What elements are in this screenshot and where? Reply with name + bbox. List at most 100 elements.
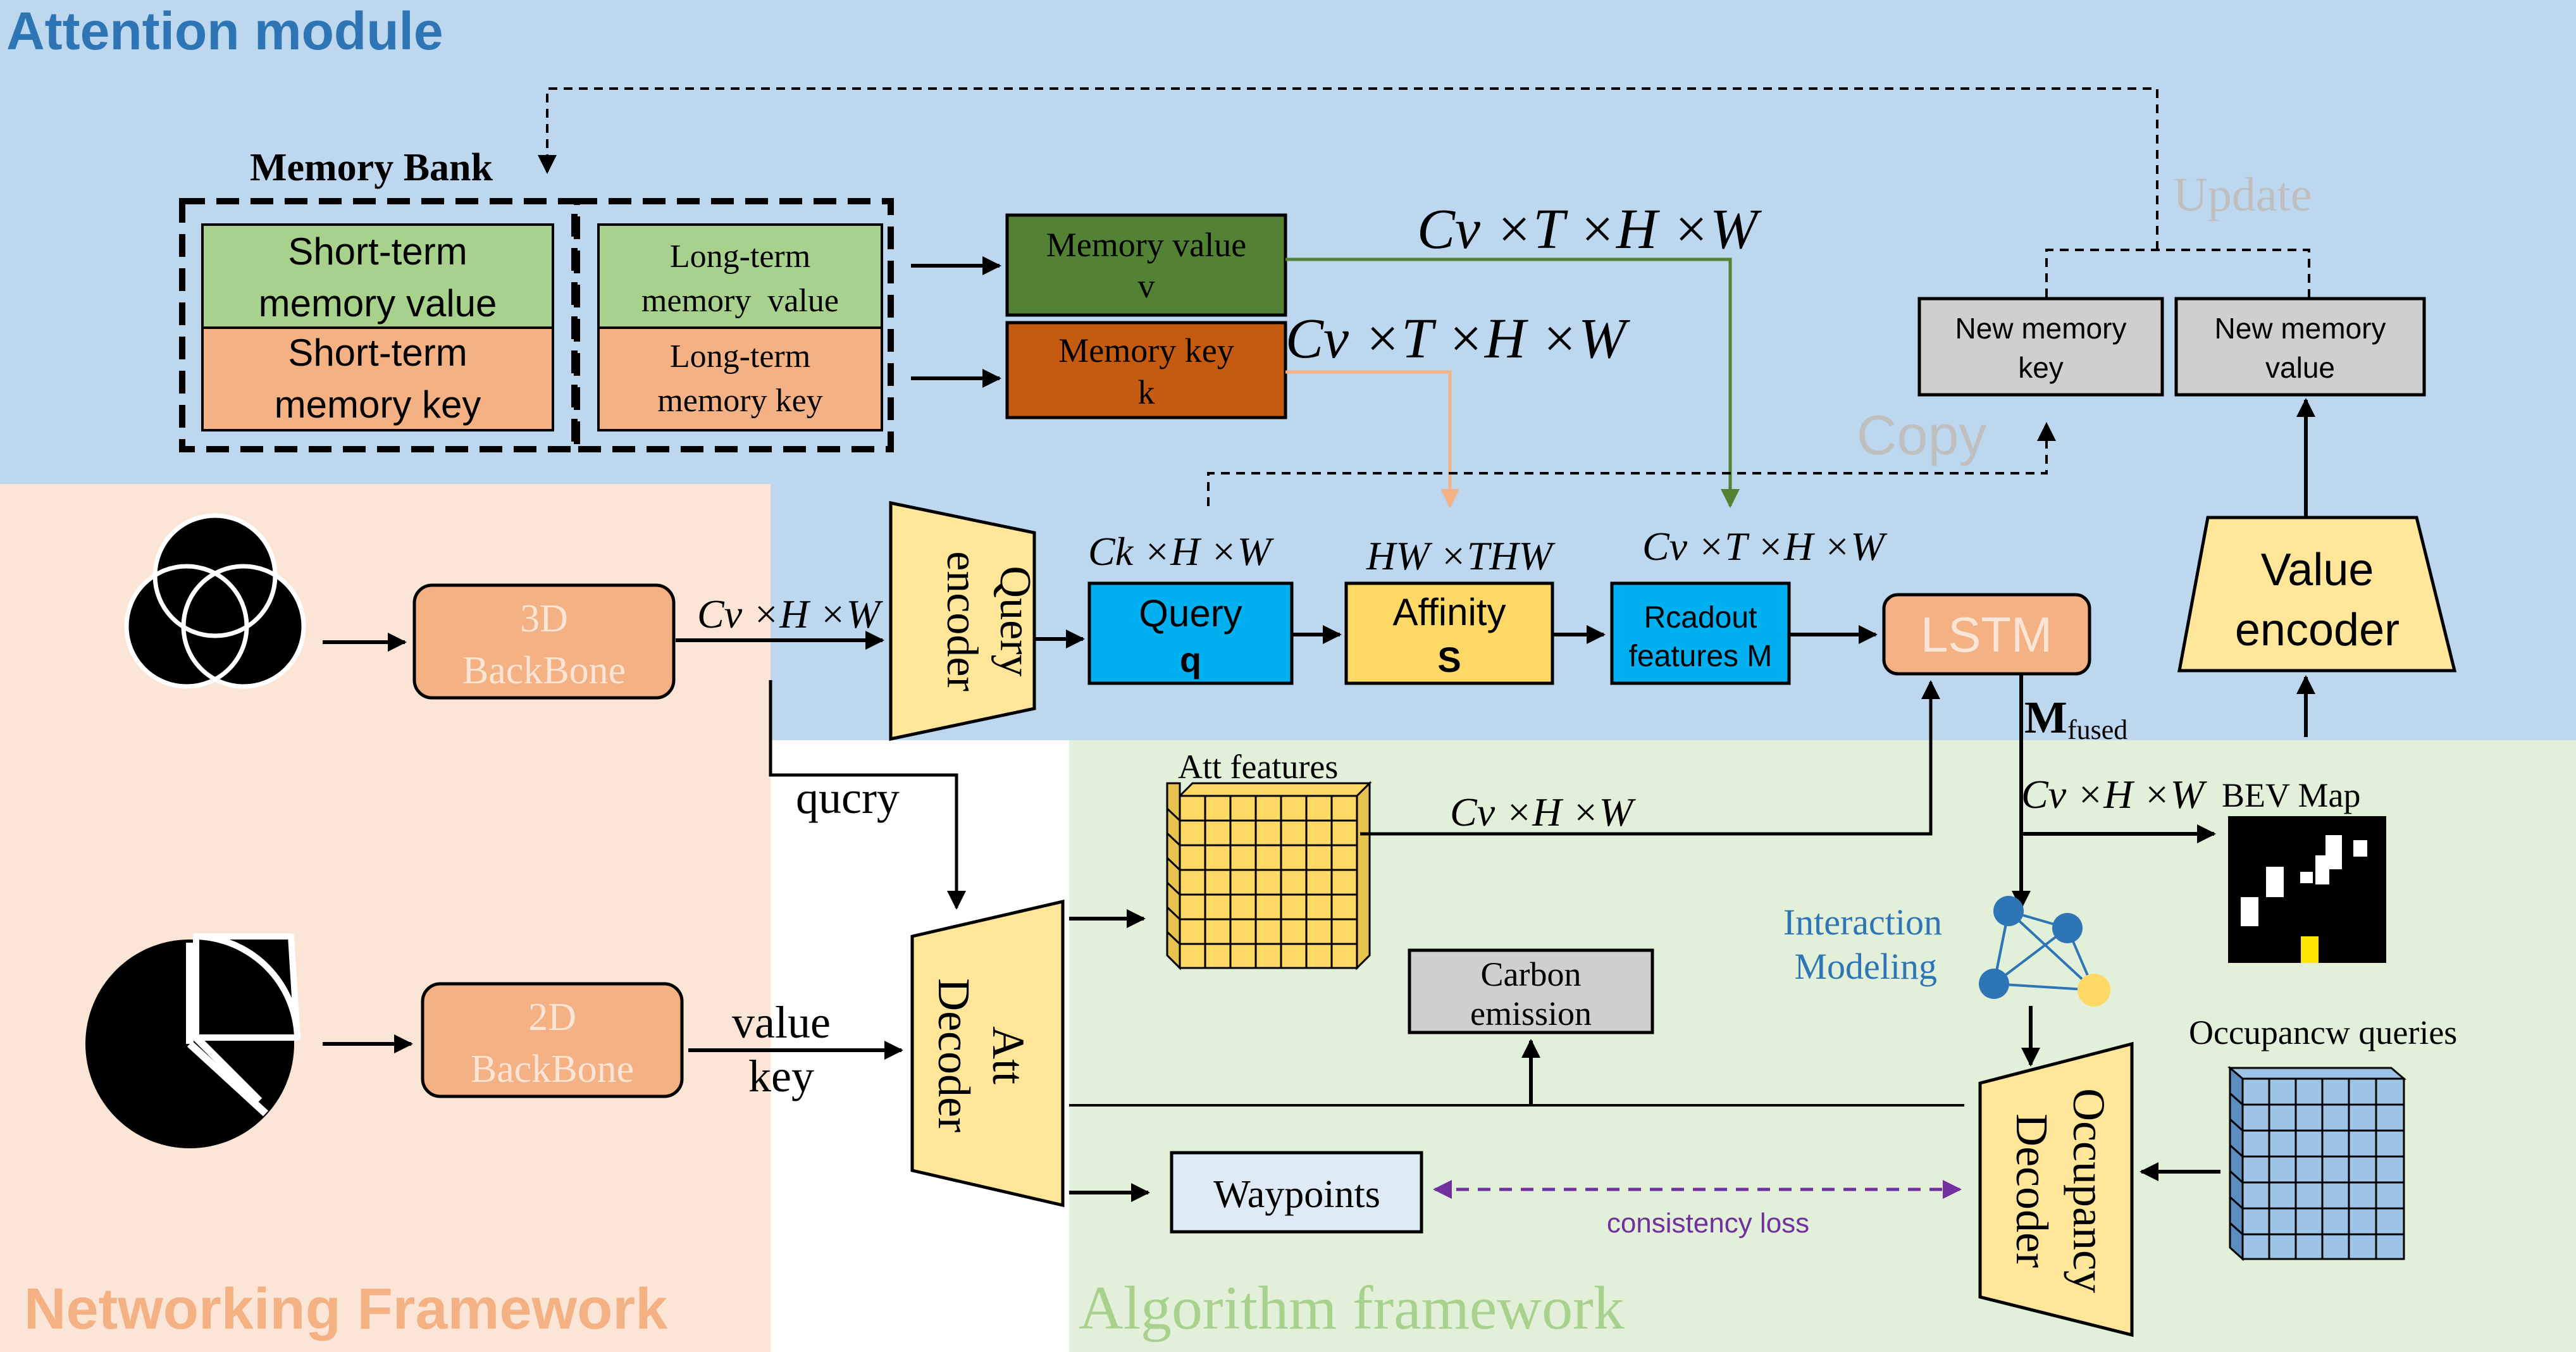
readout-box-line1: Rcadout xyxy=(1644,601,1757,635)
query-box-label: Query xyxy=(1139,592,1242,635)
occupancy-queries-cube xyxy=(2227,1065,2407,1262)
graph-node-2 xyxy=(2052,913,2083,943)
backbone-3d-line1: 3D xyxy=(520,597,568,640)
readout-box-line2: features M xyxy=(1629,640,1773,673)
dim-fused: Cv ×H ×W xyxy=(2021,772,2208,817)
dim-affinity: HW ×THW xyxy=(1366,533,1556,578)
carbon-line1: Carbon xyxy=(1481,955,1582,993)
query-box xyxy=(1087,581,1294,685)
query-encoder-line2: encoder xyxy=(938,551,986,692)
graph-node-1 xyxy=(1993,896,2024,926)
carbon-line2: emission xyxy=(1470,995,1592,1033)
occupancy-decoder-line1: Occupancy xyxy=(2064,1088,2114,1293)
m-fused-subscript: fused xyxy=(2067,714,2127,745)
memory-key-label: Memory key xyxy=(1058,332,1234,369)
dim-att-features: Cv ×H ×W xyxy=(1450,790,1637,834)
backbone-3d-box xyxy=(412,583,676,700)
bev-map-label: BEV Map xyxy=(2222,776,2361,814)
value-label: value xyxy=(732,997,831,1048)
features-to-lstm-path xyxy=(1360,680,1940,836)
memory-value-label: Memory value xyxy=(1046,226,1246,264)
lstm-box xyxy=(1882,593,2091,676)
graph-node-3 xyxy=(1979,969,2009,999)
short-term-memory-value xyxy=(201,223,554,329)
update-label: Update xyxy=(2173,168,2312,221)
affinity-box xyxy=(1344,581,1554,685)
backbone-3d-line2: BackBone xyxy=(462,649,626,692)
venn-input-icon xyxy=(124,513,306,689)
readout-box xyxy=(1610,581,1791,685)
qucry-path xyxy=(769,680,966,910)
occupancy-decoder xyxy=(1978,1041,2134,1337)
memory-bank: Memory Bank Short-term memory value Shor… xyxy=(179,146,894,452)
short-value-line2: memory value xyxy=(259,282,497,325)
backbone-2d-line1: 2D xyxy=(528,996,576,1039)
long-key-line2: memory key xyxy=(657,383,822,419)
memory-value-box xyxy=(1005,213,1287,317)
new-value-line2: value xyxy=(2265,351,2335,384)
new-value-line1: New memory xyxy=(2215,312,2386,345)
long-value-line2: memory value xyxy=(641,283,839,319)
networking-framework-title: Networking Framework xyxy=(24,1277,668,1341)
copy-label: Copy xyxy=(1857,404,1986,466)
value-encoder-line1: Value xyxy=(2261,545,2374,595)
long-term-memory-key xyxy=(597,326,883,431)
dim-query: Ck ×H ×W xyxy=(1088,529,1275,574)
update-bracket xyxy=(2045,249,2310,297)
qucry-label: qucry xyxy=(796,772,900,823)
long-key-line1: Long-term xyxy=(670,338,810,375)
green-value-to-readout xyxy=(1285,257,1740,508)
lstm-label: LSTM xyxy=(1921,607,2052,662)
new-key-line1: New memory xyxy=(1955,312,2127,345)
att-decoder-line2: Decoder xyxy=(929,978,979,1132)
m-fused-main: M xyxy=(2024,692,2067,743)
bev-map-image xyxy=(2228,816,2386,963)
waypoints-box xyxy=(1170,1151,1423,1234)
dashed-update-feedback xyxy=(538,87,2158,250)
affinity-box-symbol: S xyxy=(1437,640,1461,679)
key-label: key xyxy=(748,1051,814,1101)
interaction-line1: Interaction xyxy=(1783,902,1942,943)
dim-memory-key: Cv ×T ×H ×W xyxy=(1285,307,1630,370)
att-decoder-line1: Att xyxy=(983,1026,1034,1084)
interaction-line2: Modeling xyxy=(1794,946,1937,987)
short-term-memory-key xyxy=(201,326,554,431)
orange-key-to-affinity xyxy=(1285,370,1459,508)
new-memory-key-box xyxy=(1917,297,2164,397)
graph-node-4 xyxy=(2078,974,2110,1007)
att-features-cube xyxy=(1166,781,1372,971)
dim-memory-value: Cv ×T ×H ×W xyxy=(1417,198,1762,261)
long-value-line1: Long-term xyxy=(670,239,810,275)
short-value-line1: Short-term xyxy=(288,230,467,273)
backbone-2d-line2: BackBone xyxy=(471,1048,634,1091)
att-features-label: Att features xyxy=(1178,748,1338,786)
value-encoder xyxy=(2177,516,2457,673)
backbone-2d-box xyxy=(421,982,684,1098)
algorithm-framework-title: Algorithm framework xyxy=(1079,1274,1625,1343)
query-encoder xyxy=(889,500,1036,741)
occupancy-queries-label: Occupancw queries xyxy=(2189,1014,2457,1051)
dim-backbone-output: Cv ×H ×W xyxy=(697,592,884,636)
new-memory-value-box xyxy=(2174,297,2426,397)
attention-module-title: Attention module xyxy=(6,1,443,61)
dashed-copy-arrow xyxy=(1207,422,2056,506)
memory-value-symbol: v xyxy=(1138,267,1155,305)
short-key-line1: Short-term xyxy=(288,332,467,374)
query-box-symbol: q xyxy=(1180,640,1201,679)
long-term-dashed-box xyxy=(571,198,894,452)
memory-bank-title: Memory Bank xyxy=(250,146,493,189)
value-encoder-line2: encoder xyxy=(2235,605,2400,655)
occupancy-decoder-line2: Decoder xyxy=(2007,1113,2057,1268)
carbon-emission-box xyxy=(1408,948,1654,1034)
m-fused-label: Mfused xyxy=(2024,692,2127,745)
dim-readout: Cv ×T ×H ×W xyxy=(1642,524,1888,569)
affinity-box-label: Affinity xyxy=(1393,591,1506,633)
short-key-line2: memory key xyxy=(275,383,481,426)
att-decoder xyxy=(910,899,1065,1208)
memory-key-box xyxy=(1005,321,1287,419)
memory-key-symbol: k xyxy=(1138,373,1155,411)
query-encoder-line1: Query xyxy=(991,566,1039,677)
consistency-loss-label: consistency loss xyxy=(1607,1208,1809,1239)
